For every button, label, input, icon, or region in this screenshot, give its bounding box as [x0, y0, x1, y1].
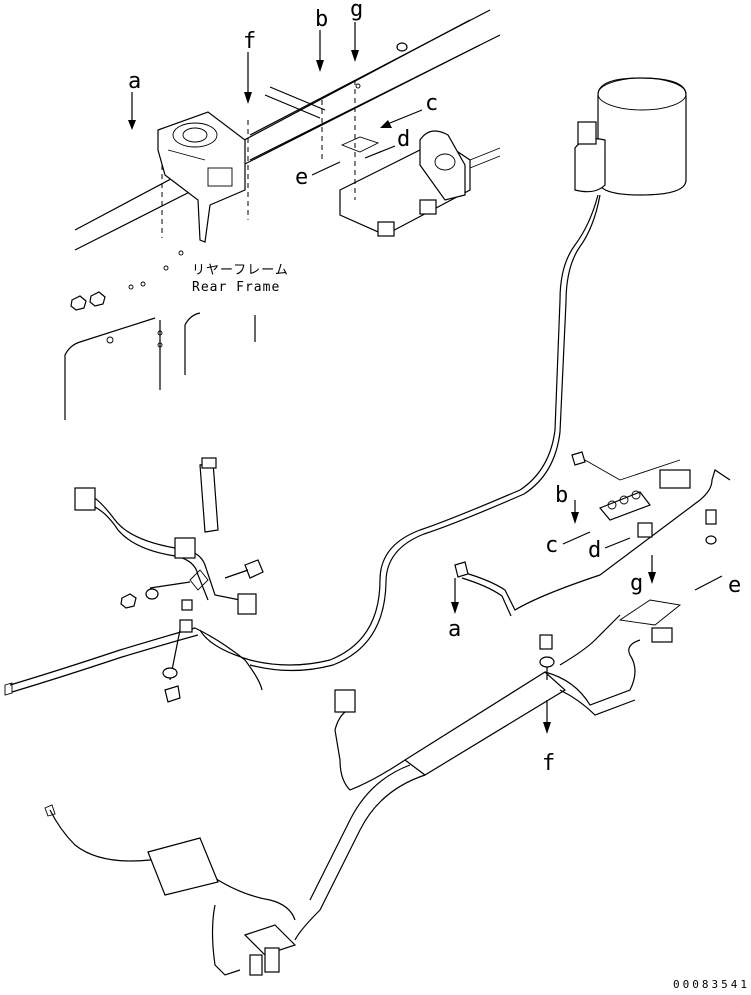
callout-e-top: e: [295, 165, 308, 190]
frame-label-english: Rear Frame: [192, 280, 280, 295]
small-hardware-left: [70, 250, 184, 311]
rear-frame-beams: [74, 9, 501, 251]
main-harness: [199, 194, 601, 672]
callout-e-right: e: [728, 573, 741, 598]
callout-c-right: c: [545, 533, 558, 558]
callout-d-top: d: [397, 127, 410, 152]
lower-frame-plate: [64, 312, 256, 420]
callout-a-right: a: [448, 617, 461, 642]
air-tank: [574, 77, 687, 196]
callout-b-right: b: [555, 483, 568, 508]
frame-label-japanese: リヤーフレーム: [192, 263, 289, 278]
bottom-left-cable: [44, 804, 297, 976]
right-pipe-assembly: [454, 451, 731, 666]
left-harness: [4, 457, 264, 703]
mounting-block: [339, 130, 501, 237]
callout-b-top: b: [315, 7, 328, 32]
callout-g-right: g: [630, 571, 643, 596]
callout-c-top: c: [425, 91, 438, 116]
rear-frame-label: リヤーフレーム Rear Frame: [192, 263, 289, 295]
lower-harness: [294, 634, 641, 941]
callout-g-top: g: [350, 0, 363, 22]
dashed-leaders: [161, 80, 356, 238]
callouts: a b g f c d e b c d a g e f: [128, 0, 741, 776]
callout-d-right: d: [588, 538, 601, 563]
callout-f-top: f: [243, 29, 256, 54]
document-number: 00083541: [673, 978, 750, 991]
callout-a-top: a: [128, 69, 141, 94]
callout-f-bottom: f: [542, 751, 555, 776]
frame-bracket: [157, 111, 246, 243]
